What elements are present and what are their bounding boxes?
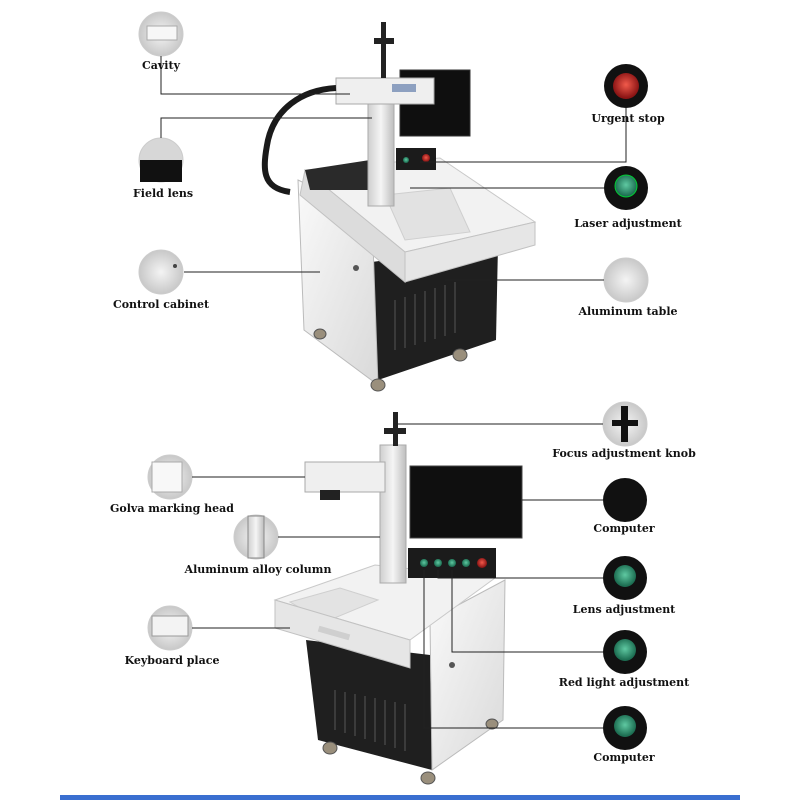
bottom-cabinet-dark-base	[306, 640, 432, 770]
bottom-cabinet-vents	[334, 690, 406, 751]
label-aluminum-table: Aluminum table	[578, 305, 678, 318]
label-cavity: Cavity	[142, 59, 180, 72]
top-focus-knob-shaft	[381, 22, 386, 78]
bottom-cabinet-lock	[449, 662, 455, 668]
bottom-panel-red-button	[477, 558, 487, 568]
top-callout-lines	[160, 56, 627, 281]
top-cabinet-vents	[394, 282, 456, 350]
bottom-focus-knob	[384, 428, 406, 434]
label-field-lens: Field lens	[132, 187, 194, 200]
top-focus-knob	[374, 38, 394, 44]
label-golva-marking-head: Golva marking head	[110, 502, 234, 515]
bottom-panel-button-3	[448, 559, 456, 567]
lens-adjustment-thumbnail	[603, 556, 647, 600]
top-table-left-edge	[299, 169, 406, 284]
top-aluminum-plate	[384, 187, 471, 241]
bottom-monitor	[409, 465, 523, 539]
label-keyboard-place: Keyboard place	[124, 654, 220, 667]
control-cabinet-thumbnail	[138, 249, 184, 295]
label-red-light-adjustment: Red light adjustment	[558, 676, 690, 689]
top-panel-red-button	[422, 154, 430, 162]
bottom-marking-head	[304, 461, 386, 493]
bottom-panel-button-1	[420, 559, 428, 567]
focus-adjustment-knob-thumbnail	[602, 401, 648, 447]
top-machine	[261, 22, 537, 392]
aluminum-table-thumbnail	[603, 257, 649, 303]
label-control-cabinet: Control cabinet	[112, 298, 210, 311]
label-focus-adjustment-knob: Focus adjustment knob	[552, 447, 696, 460]
computer-2-thumbnail	[603, 706, 647, 750]
label-laser-adjustment: Laser adjustment	[574, 217, 682, 230]
top-cabinet-lock	[353, 265, 359, 271]
bottom-casters	[322, 718, 499, 785]
label-aluminum-alloy-column: Aluminum alloy column	[184, 563, 332, 576]
keyboard-place-thumbnail	[147, 605, 193, 651]
golva-marking-head-thumbnail	[147, 454, 193, 500]
aluminum-alloy-column-thumbnail	[233, 514, 279, 560]
bottom-accent-bar	[60, 795, 740, 800]
top-control-panel	[396, 148, 436, 170]
label-computer-1: Computer	[593, 522, 655, 535]
label-urgent-stop: Urgent stop	[591, 112, 665, 125]
label-computer-2: Computer	[593, 751, 655, 764]
bottom-machine	[273, 412, 523, 785]
field-lens-thumbnail	[138, 137, 184, 183]
bottom-panel-button-2	[434, 559, 442, 567]
top-panel-green-button	[403, 157, 409, 163]
laser-adjustment-thumbnail	[604, 166, 648, 210]
red-light-adjustment-thumbnail	[603, 630, 647, 674]
top-back-panel	[305, 160, 370, 190]
cavity-thumbnail	[138, 11, 184, 57]
bottom-head-lens	[320, 490, 340, 500]
label-lens-adjustment: Lens adjustment	[572, 603, 676, 616]
urgent-stop-thumbnail	[604, 64, 648, 108]
bottom-callout-lines	[192, 423, 603, 729]
top-head-label	[392, 84, 416, 92]
computer-1-thumbnail	[603, 478, 647, 522]
top-column	[367, 95, 395, 207]
bottom-keyboard-slot	[317, 625, 351, 641]
top-marking-head	[335, 77, 435, 105]
bottom-panel-button-4	[462, 559, 470, 567]
top-casters	[313, 328, 468, 392]
